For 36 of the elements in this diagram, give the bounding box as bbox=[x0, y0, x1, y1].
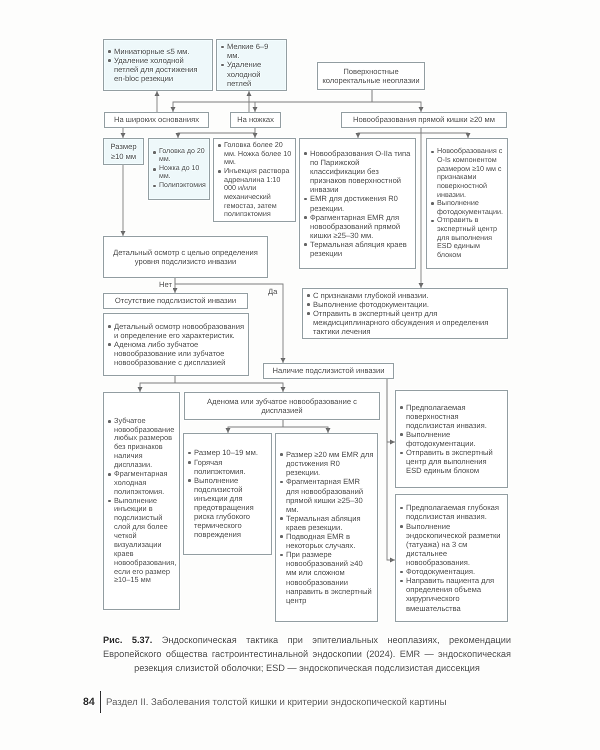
process-box bbox=[103, 293, 248, 309]
arrow bbox=[174, 376, 286, 392]
arrow bbox=[252, 128, 258, 138]
process-box bbox=[103, 236, 268, 278]
arrow bbox=[418, 128, 424, 288]
process-box bbox=[426, 138, 508, 269]
process-box bbox=[103, 392, 180, 610]
process-box bbox=[395, 494, 508, 622]
process-box bbox=[230, 112, 281, 128]
process-box bbox=[103, 313, 249, 376]
process-box bbox=[263, 363, 394, 379]
arrow bbox=[120, 128, 126, 138]
figure-caption: Рис. 5.37. Эндоскопическая тактика при эпителиальных неоплазиях, рекомендации Европейского общества гастроинтестинальной эндоскопии (2024). EMR — эндоскопическая резекция слизистой оболочки; ESD — эндоскопическая подслизистая диссекция bbox=[103, 634, 511, 675]
process-box bbox=[183, 433, 272, 555]
page-number: 84 bbox=[83, 696, 95, 709]
process-box bbox=[184, 392, 380, 420]
arrow bbox=[120, 164, 126, 236]
arrow bbox=[372, 90, 424, 112]
process-box bbox=[104, 112, 209, 128]
process-box bbox=[302, 288, 508, 339]
process-box bbox=[213, 138, 296, 222]
process-box bbox=[103, 138, 144, 165]
arrow bbox=[174, 278, 286, 364]
arrow bbox=[386, 378, 396, 562]
process-box bbox=[148, 138, 210, 200]
running-title: Раздел II. Заболевания толстой кишки и критерии эндоскопической картины bbox=[106, 697, 446, 708]
arrow bbox=[246, 90, 252, 112]
arrow bbox=[282, 420, 330, 434]
process-box bbox=[216, 39, 287, 91]
process-box bbox=[341, 112, 507, 128]
arrow bbox=[154, 90, 160, 112]
process-box bbox=[299, 138, 416, 269]
process-box bbox=[275, 433, 378, 622]
process-box bbox=[317, 62, 425, 90]
process-box bbox=[103, 39, 213, 91]
process-box bbox=[395, 390, 508, 488]
